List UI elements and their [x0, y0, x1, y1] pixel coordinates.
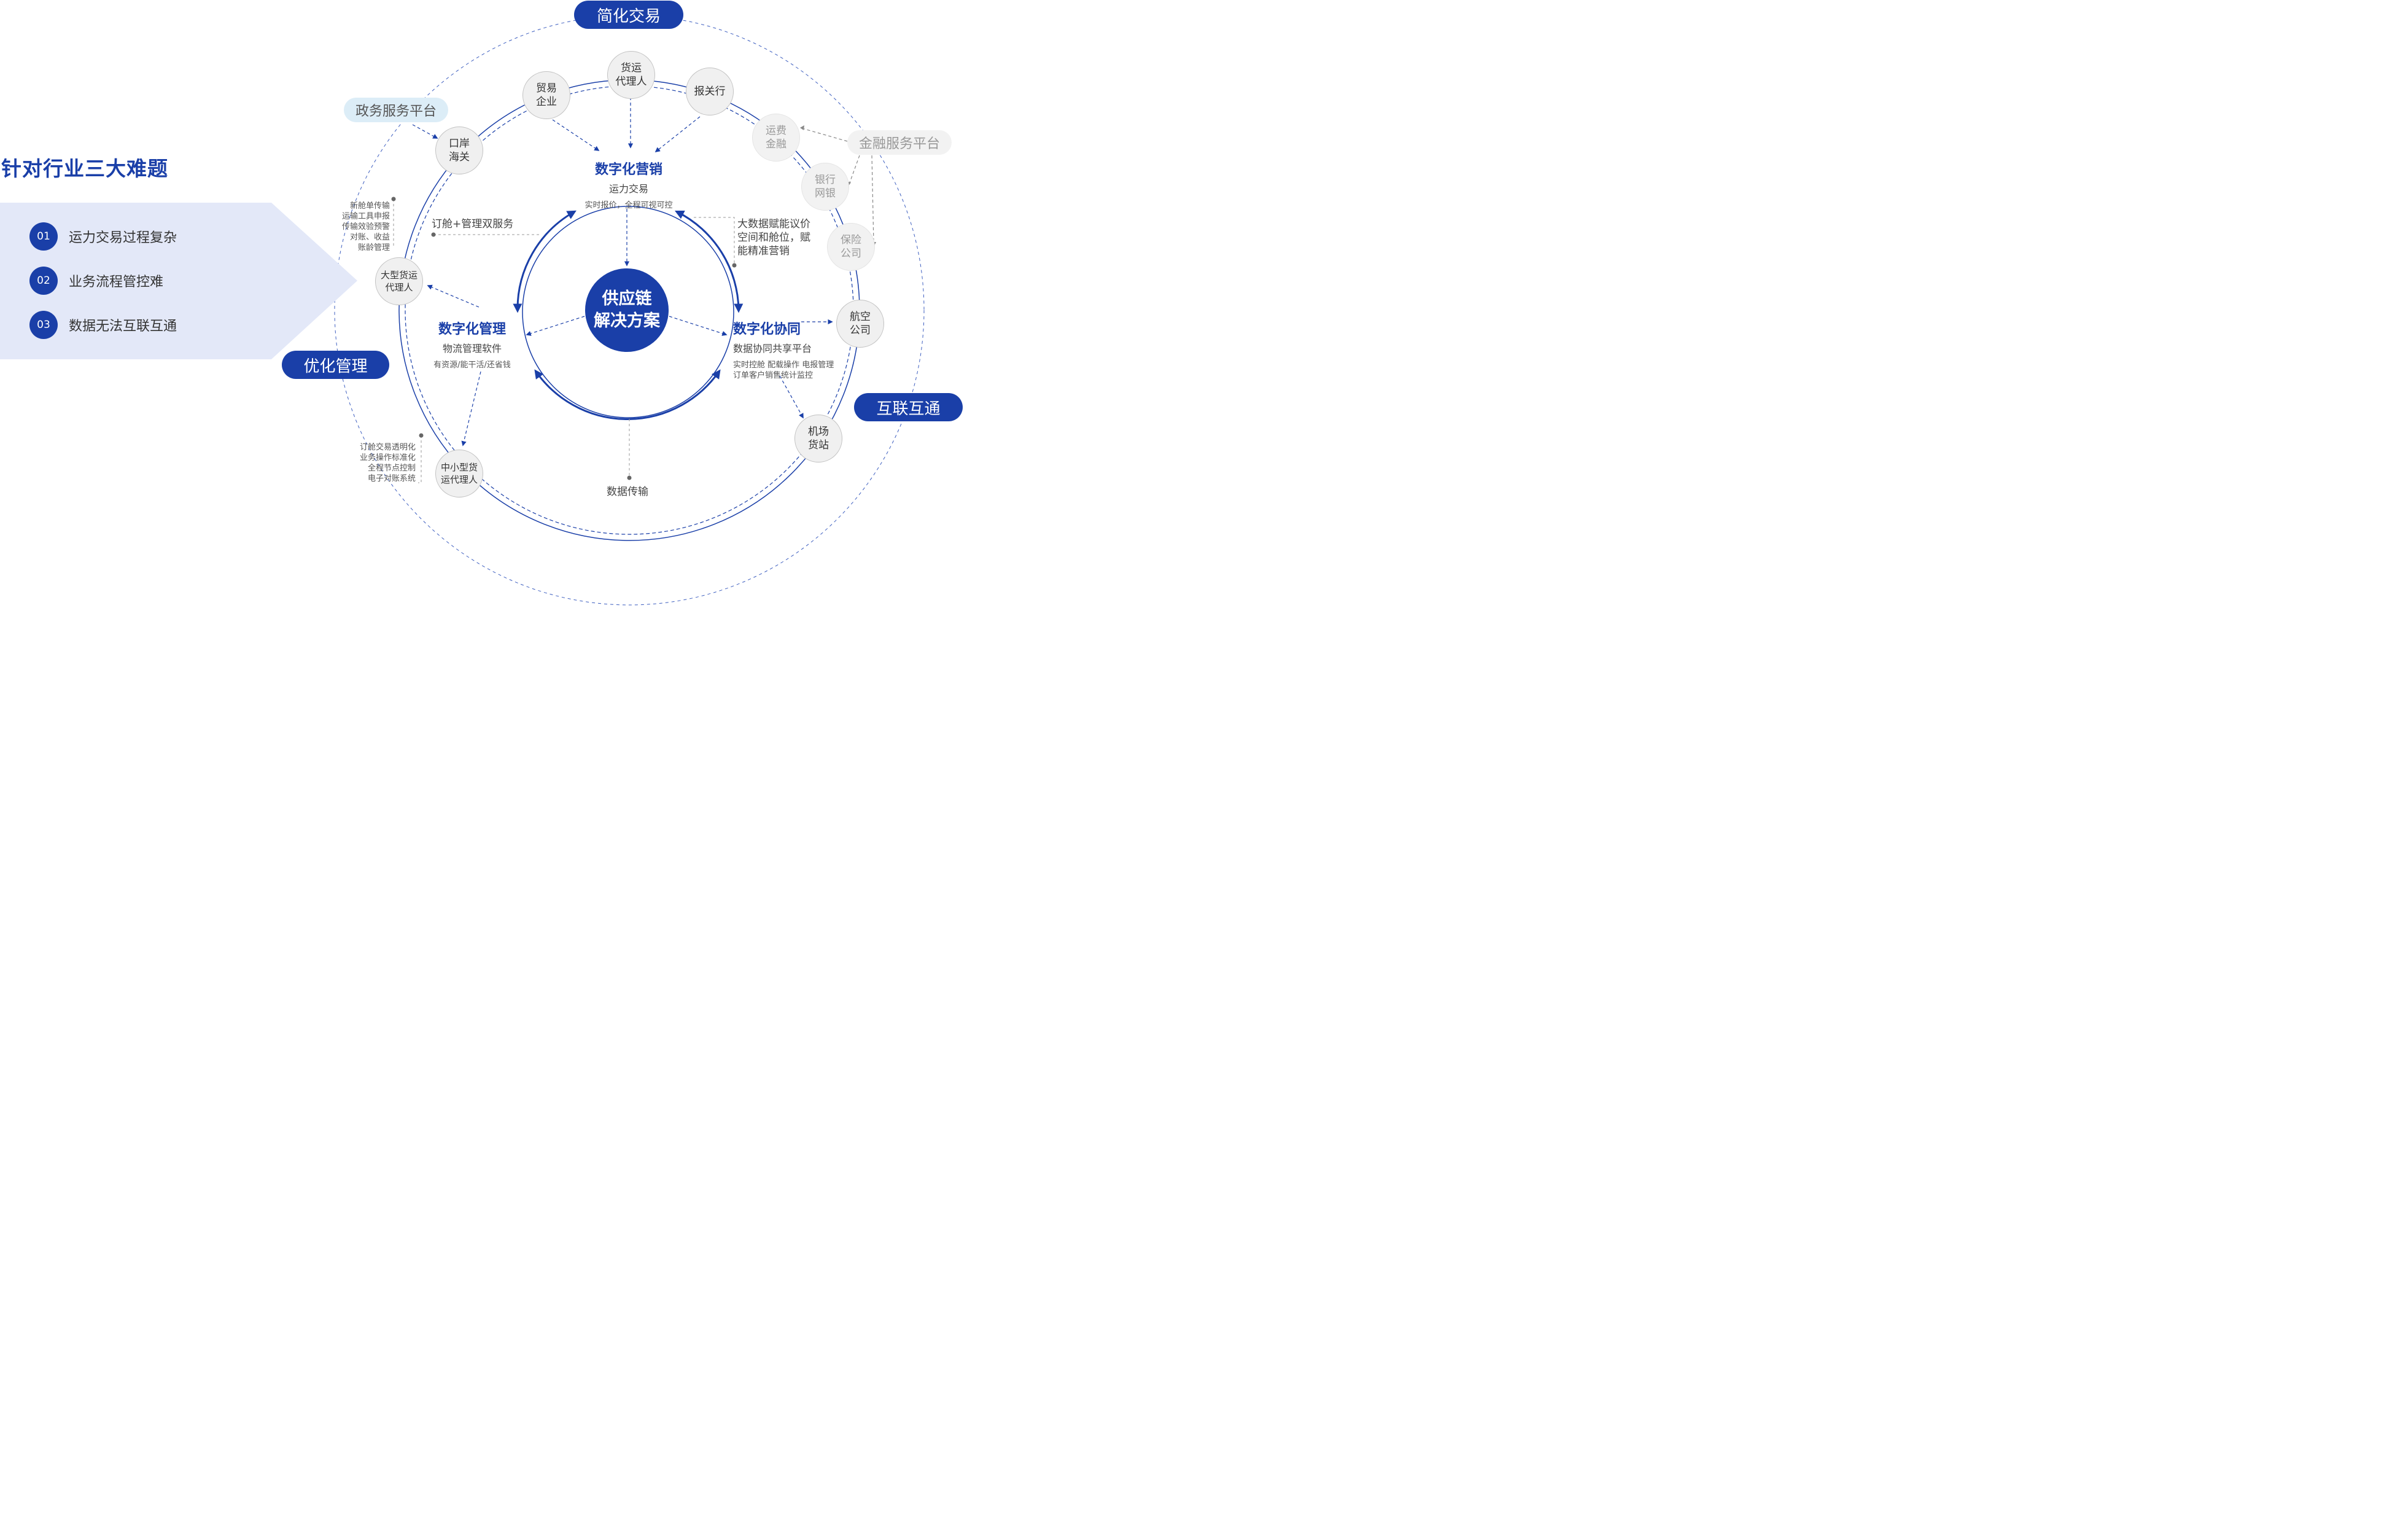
node-customs-broker: 报关行 [686, 68, 734, 115]
problem-number-badge: 01 [29, 222, 58, 251]
section-note: 实时控舱 配载操作 电报管理 订单客户销售统计监控 [733, 361, 834, 380]
node-insurance: 保险 公司 [827, 223, 875, 271]
node-airport-cargo: 机场 货站 [794, 415, 842, 462]
problem-text: 业务流程管控难 [69, 275, 164, 290]
problem-text: 运力交易过程复杂 [69, 230, 177, 246]
node-bank: 银行 网银 [801, 163, 849, 211]
center-solution: 供应链 解决方案 [585, 268, 669, 352]
section-subtitle: 运力交易 [608, 183, 648, 195]
gov-service-platform: 政务服务平台 [344, 98, 448, 122]
problem-number-badge: 03 [29, 311, 58, 339]
problem-number-badge: 02 [29, 267, 58, 295]
section-digital-management: 数字化管理 物流管理软件 有资源/能干活/还省钱 [424, 318, 521, 370]
node-large-freight-agent: 大型货运 代理人 [375, 257, 423, 305]
node-small-freight-agent: 中小型货 运代理人 [435, 450, 483, 497]
node-freight-finance: 运费 金融 [752, 114, 800, 162]
section-digital-collaboration: 数字化协同 数据协同共享平台 实时控舱 配载操作 电报管理 订单客户销售统计监控 [733, 318, 834, 381]
problems-title: 针对行业三大难题 [1, 157, 168, 181]
finance-service-platform: 金融服务平台 [847, 130, 952, 155]
section-title: 数字化营销 [594, 162, 662, 177]
node-port-customs: 口岸 海关 [435, 127, 483, 174]
problem-item: 01 运力交易过程复杂 [29, 222, 177, 251]
problems-panel [0, 203, 357, 359]
arc-right [674, 210, 744, 313]
booking-dual-service-label: 订舱+管理双服务 [432, 218, 514, 230]
section-subtitle: 数据协同共享平台 [733, 343, 812, 354]
problem-text: 数据无法互联互通 [69, 319, 177, 334]
pill-interconnect: 互联互通 [854, 393, 963, 421]
section-note: 实时报价，全程可视可控 [585, 201, 673, 210]
small-agent-features: 订舱交易透明化 业务操作标准化 全程节点控制 电子对账系统 [359, 443, 416, 483]
arc-bottom [534, 369, 721, 420]
bigdata-label: 大数据赋能议价 空间和舱位，赋 能精准营销 [737, 218, 810, 257]
section-digital-marketing: 数字化营销 运力交易 实时报价，全程可视可控 [574, 158, 683, 211]
node-trade-enterprise: 贸易 企业 [522, 71, 570, 119]
section-note: 有资源/能干活/还省钱 [433, 361, 511, 370]
problem-item: 03 数据无法互联互通 [29, 311, 177, 339]
section-subtitle: 物流管理软件 [442, 343, 502, 354]
pill-optimize-management: 优化管理 [282, 351, 389, 379]
problem-item: 02 业务流程管控难 [29, 267, 163, 295]
node-airline: 航空 公司 [836, 300, 884, 348]
section-title: 数字化管理 [438, 322, 506, 337]
large-agent-features: 新舱单传输 运输工具申报 传输效验预警 对账、收益 账龄管理 [341, 201, 390, 252]
arc-left [513, 210, 577, 313]
node-freight-agent: 货运 代理人 [607, 51, 655, 99]
section-title: 数字化协同 [733, 322, 801, 337]
data-transfer-label: 数据传输 [607, 486, 648, 498]
pill-simplify-trade: 简化交易 [574, 1, 683, 29]
